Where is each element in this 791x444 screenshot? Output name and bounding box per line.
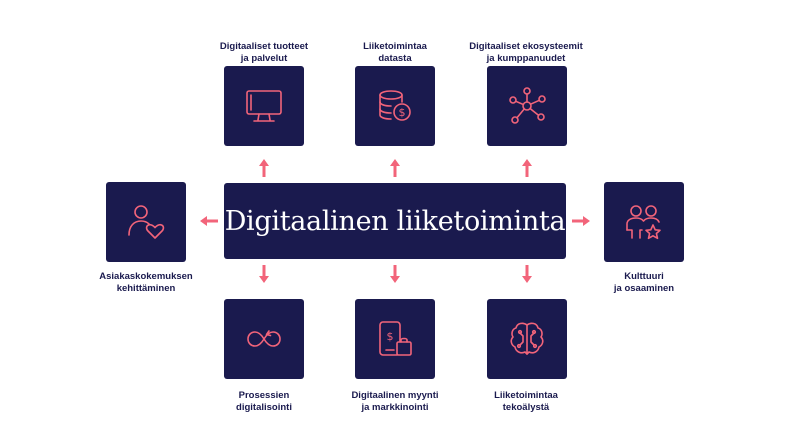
database-coin-icon: $ — [379, 90, 411, 121]
center-title: Digitaalinen liiketoiminta — [224, 205, 566, 237]
box-business-from-data: $ — [355, 66, 435, 146]
mobile-shopping-icon: $ — [379, 321, 412, 356]
people-star-icon — [626, 205, 661, 240]
label-ai-business: Liiketoimintaa tekoälystä — [494, 390, 558, 413]
label-business-from-data: Liiketoimintaa datasta — [363, 41, 427, 64]
box-ecosystems — [487, 66, 567, 146]
box-digital-products — [224, 66, 304, 146]
svg-text:$: $ — [399, 106, 406, 119]
user-heart-icon — [128, 205, 165, 239]
label-ecosystems: Digitaaliset ekosysteemit ja kumppanuude… — [469, 41, 583, 64]
label-customer-experience: Asiakaskokemuksen kehittäminen — [99, 271, 193, 294]
infinity-icon — [247, 330, 281, 347]
arrow-left — [200, 216, 218, 226]
label-culture: Kulttuuri ja osaaminen — [613, 271, 675, 294]
arrow-right — [572, 216, 590, 226]
arrow-up-3 — [522, 159, 532, 177]
box-process-digitalization — [224, 299, 304, 379]
arrow-down-1 — [259, 265, 269, 283]
network-icon — [509, 87, 546, 124]
box-ai-business — [487, 299, 567, 379]
box-customer-experience — [106, 182, 186, 262]
arrow-up-1 — [259, 159, 269, 177]
svg-text:$: $ — [387, 330, 394, 343]
box-culture — [604, 182, 684, 262]
label-digital-sales: Digitaalinen myynti ja markkinointi — [351, 390, 439, 413]
arrow-down-2 — [390, 265, 400, 283]
arrow-up-2 — [390, 159, 400, 177]
brain-circuit-icon — [510, 322, 544, 355]
arrow-down-3 — [522, 265, 532, 283]
label-process-digitalization: Prosessien digitalisointi — [236, 390, 292, 413]
center-box: Digitaalinen liiketoiminta — [224, 183, 566, 259]
box-digital-sales: $ — [355, 299, 435, 379]
monitor-icon — [246, 90, 282, 122]
label-digital-products: Digitaaliset tuotteet ja palvelut — [219, 41, 309, 64]
